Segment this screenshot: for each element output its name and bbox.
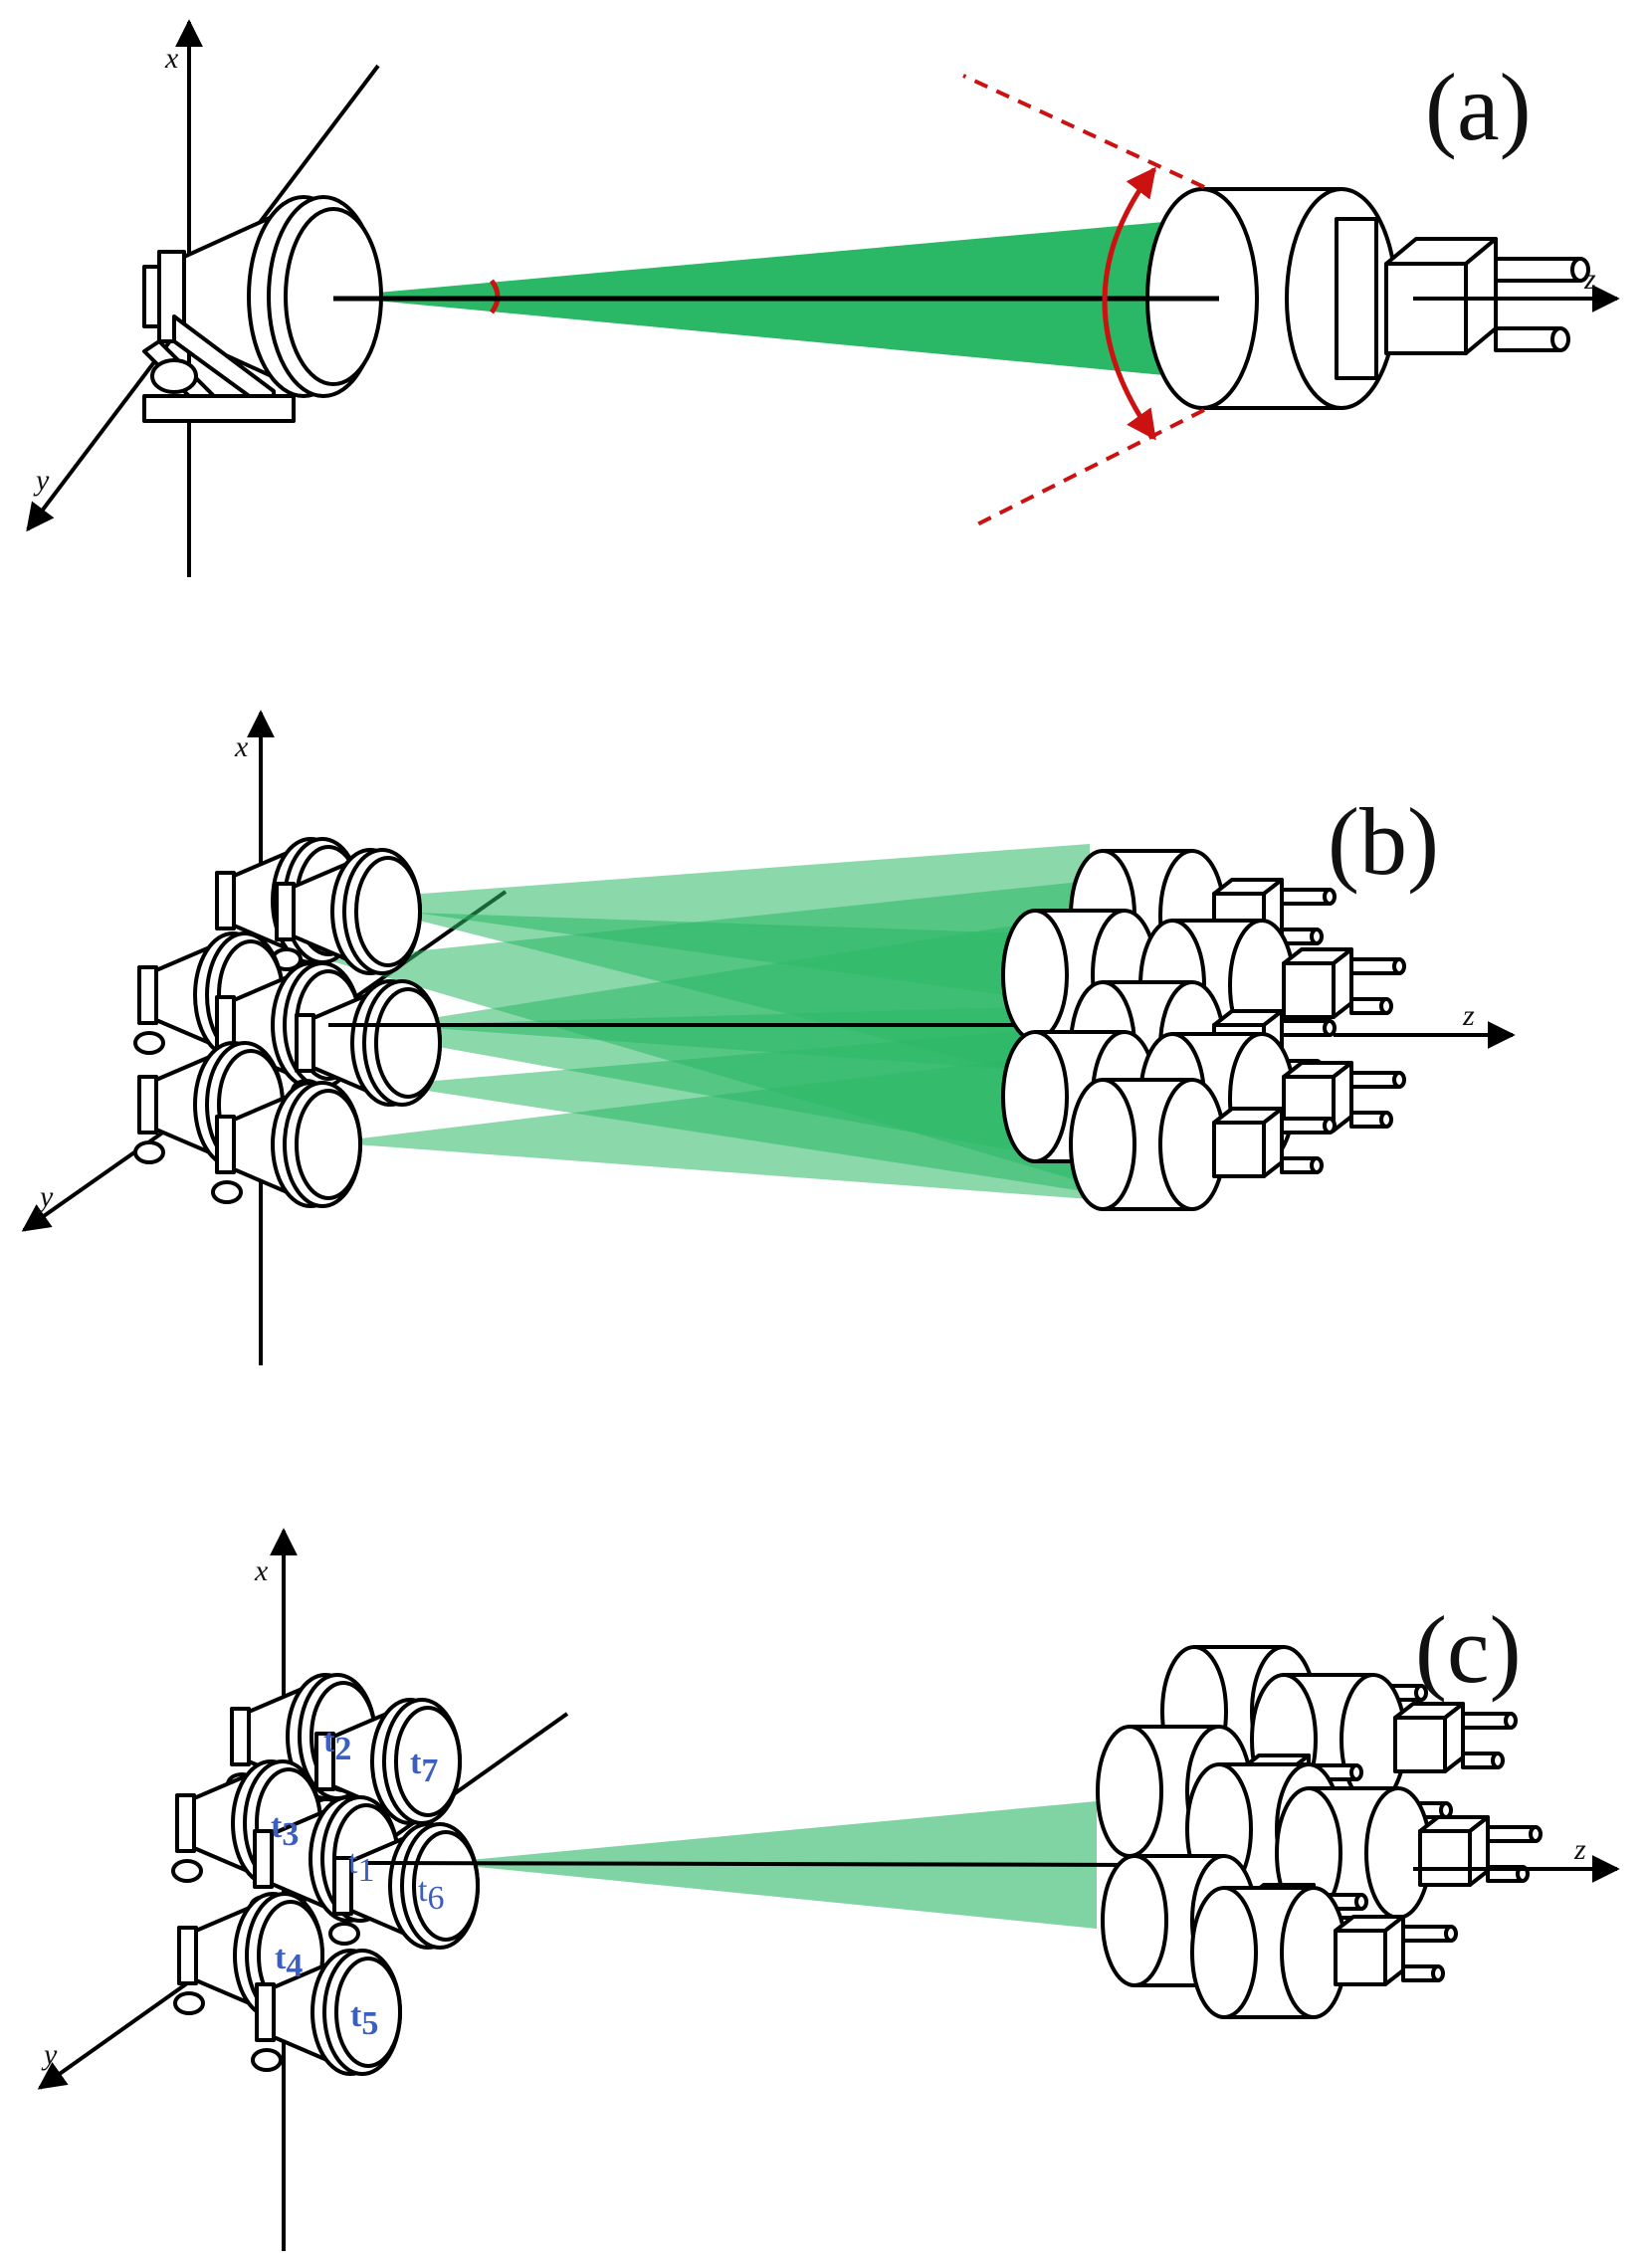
y-axis-label-a: y (33, 464, 50, 497)
transmitter-array-b (133, 837, 442, 1208)
x-axis-label-a: x (164, 42, 179, 75)
tag-t3: t3 (271, 1808, 299, 1853)
tag-t5: t5 (350, 1997, 378, 2042)
beams-b (328, 844, 1090, 1199)
transmitter-tags: t2 t7 t3 t1 t6 t4 t5 (271, 1723, 444, 2042)
tag-t7: t7 (410, 1745, 438, 1789)
fov-line-lower (974, 408, 1205, 527)
z-axis-label-a: z (1583, 263, 1596, 296)
panel-c: x y t2 t7 t3 t1 t6 t4 t5 (37, 1528, 1620, 2251)
y-axis-label-c: y (41, 2038, 58, 2071)
fov-arc (1102, 166, 1157, 441)
y-axis-label-b: y (37, 1180, 54, 1213)
panel-label-b: (b) (1328, 788, 1439, 895)
panel-label-c: (c) (1415, 1596, 1522, 1703)
z-axis-label-c: z (1573, 1833, 1586, 1866)
panel-b: x y (21, 710, 1516, 1365)
transmitter-a (142, 195, 383, 423)
optical-axis-c (365, 1861, 1145, 1867)
tag-t6: t6 (418, 1872, 444, 1917)
tag-t2: t2 (323, 1723, 351, 1767)
x-axis-label-b: x (234, 730, 249, 763)
tag-t1: t1 (348, 1844, 374, 1889)
panel-a: x y z (a) (26, 19, 1620, 577)
tag-t4: t4 (275, 1940, 303, 1984)
z-axis-label-b: z (1462, 999, 1475, 1032)
panel-label-a: (a) (1425, 54, 1532, 160)
fov-line-upper (962, 74, 1205, 189)
x-axis-label-c: x (254, 1554, 269, 1587)
